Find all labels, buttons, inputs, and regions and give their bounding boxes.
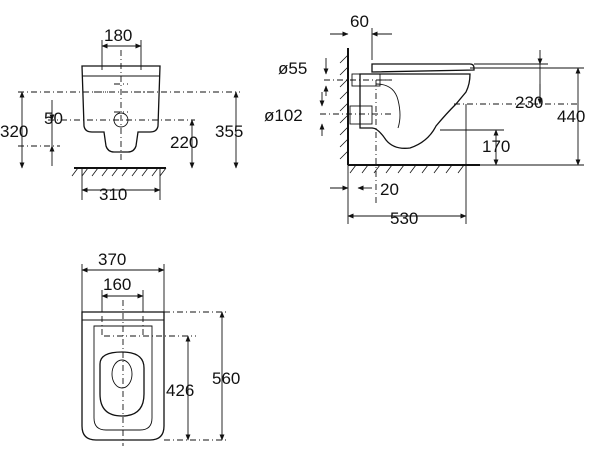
dim-426-label: 426 — [166, 381, 194, 400]
dim-310-label: 310 — [99, 185, 127, 204]
dim-370-label: 370 — [98, 250, 126, 269]
dim-440-label: 440 — [557, 107, 585, 126]
top-seat-rim — [93, 325, 153, 431]
front-bowl-outline — [81, 65, 161, 153]
top-drain — [111, 359, 133, 389]
side-trap-line — [375, 83, 401, 129]
front-view: 180 320 50 220 355 310 — [0, 26, 243, 204]
dim-320-label: 320 — [0, 122, 28, 141]
dim-170-label: 170 — [482, 137, 510, 156]
dim-355-label: 355 — [215, 122, 243, 141]
side-floor-hatch — [349, 164, 465, 174]
side-wall-hatch — [339, 54, 349, 160]
dim-20-label: 20 — [380, 180, 399, 199]
side-bowl-profile — [359, 73, 471, 149]
dim-55-label: ø55 — [278, 59, 307, 78]
side-seat-lid — [371, 63, 475, 73]
dim-160-label: 160 — [103, 275, 131, 294]
dim-220-label: 220 — [170, 133, 198, 152]
dim-560-label: 560 — [212, 369, 240, 388]
side-view: 60 ø55 ø102 230 440 170 20 530 — [264, 12, 585, 228]
dim-102-label: ø102 — [264, 106, 303, 125]
top-view: 370 160 426 560 — [81, 250, 240, 446]
dim-230-label: 230 — [515, 93, 543, 112]
dim-530-label: 530 — [390, 209, 418, 228]
dim-50-label: 50 — [44, 109, 63, 128]
top-bowl-opening — [99, 351, 145, 417]
dim-60-label: 60 — [350, 12, 369, 31]
top-bowl-outline — [81, 311, 165, 441]
front-floor-hatch — [71, 167, 167, 177]
side-outlet-pipe — [349, 105, 373, 125]
dim-180-label: 180 — [104, 26, 132, 45]
